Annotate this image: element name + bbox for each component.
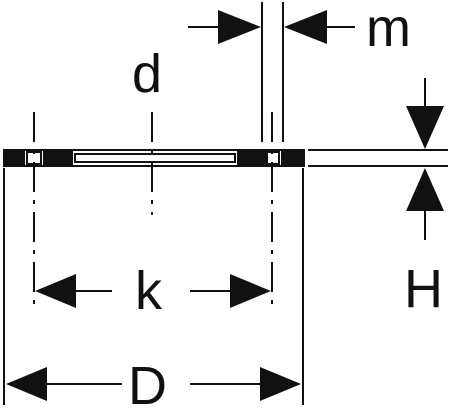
label-H: H [404,259,443,319]
k-arrow-left [35,274,76,308]
extension-lines [3,2,448,405]
H-arrow-bottom [406,168,444,211]
m-arrow-left [218,10,261,44]
center-lines [33,112,273,305]
dimension-H: H [404,78,444,319]
label-m: m [366,0,411,58]
label-d: d [132,44,162,104]
dimension-D: D [6,356,301,416]
dimension-d: d [132,44,162,104]
D-arrow-left [6,367,47,401]
H-arrow-top [406,106,444,149]
k-arrow-right [230,274,271,308]
m-arrow-right [284,10,327,44]
D-arrow-right [260,367,301,401]
gasket-body [3,149,305,167]
label-k: k [135,261,163,321]
dimension-m: m [188,0,411,58]
label-D: D [128,356,167,416]
dimension-k: k [35,261,271,321]
